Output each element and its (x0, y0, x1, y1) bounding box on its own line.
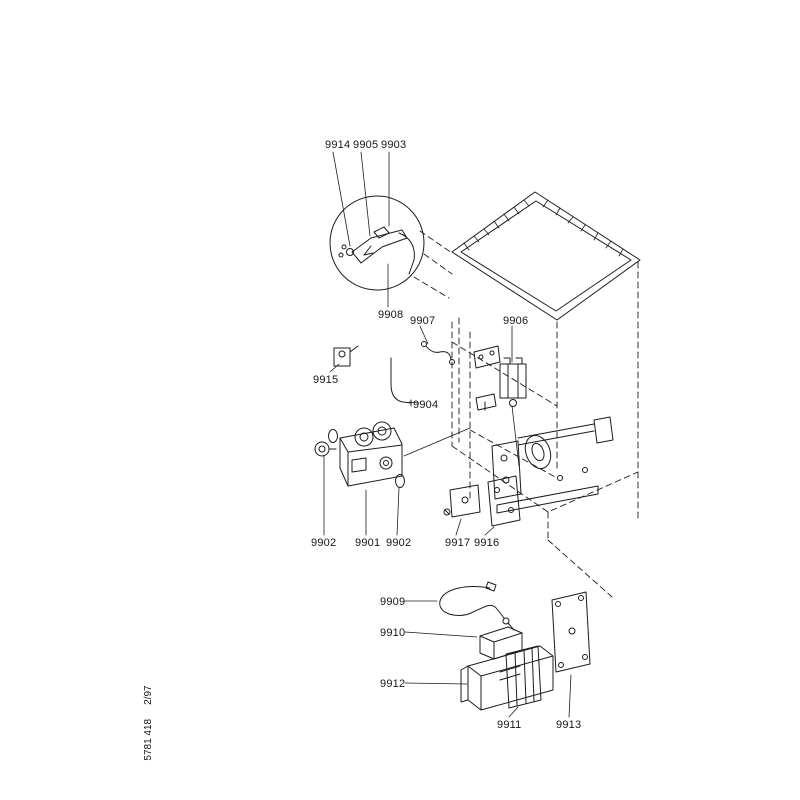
part-label-9906: 9906 (503, 315, 529, 327)
sensor-9915 (333, 345, 359, 367)
part-label-9902-left: 9902 (311, 537, 337, 549)
part-label-9907: 9907 (410, 315, 436, 327)
ignition-cable-9907 (421, 341, 455, 365)
document-code-issue: 2/97 (143, 685, 154, 705)
leader-lines (323, 151, 572, 718)
pilot-burner-detail-circle (329, 195, 425, 291)
control-device-9906 (499, 357, 527, 467)
part-label-9901: 9901 (355, 537, 381, 549)
part-label-9917: 9917 (445, 537, 471, 549)
cabinet-top-panel (451, 191, 641, 321)
part-label-9902-right: 9902 (386, 537, 412, 549)
plate-9917 (443, 484, 481, 518)
panel-hatching (463, 199, 624, 257)
burner-manifold-assembly (473, 345, 614, 514)
pilot-pipe-9904 (390, 357, 412, 407)
part-label-9915: 9915 (313, 374, 339, 386)
bracket-assembly-9912 (460, 645, 554, 711)
mounting-plate-9913 (551, 591, 591, 673)
plate-9916 (487, 475, 521, 527)
bracket-9910 (479, 626, 523, 660)
cabinet-outline-dashed (413, 230, 639, 598)
part-label-9905: 9905 (353, 139, 379, 151)
part-label-9911: 9911 (497, 719, 522, 731)
part-label-9904: 9904 (413, 399, 439, 411)
part-label-9909: 9909 (380, 596, 406, 608)
part-label-9913: 9913 (556, 719, 582, 731)
gas-valve-assembly (314, 421, 471, 488)
document-code-number: 5781 418 (143, 718, 154, 761)
louvered-panel-9911 (505, 645, 542, 709)
part-label-9916: 9916 (474, 537, 500, 549)
part-label-9903: 9903 (381, 139, 407, 151)
document-code: 5781 418 2/97 (143, 663, 157, 783)
thermocouple-wire-9909 (439, 581, 515, 631)
part-label-9912: 9912 (380, 678, 406, 690)
part-label-9910: 9910 (380, 627, 406, 639)
part-label-9908: 9908 (378, 309, 404, 321)
part-label-9914: 9914 (325, 139, 351, 151)
